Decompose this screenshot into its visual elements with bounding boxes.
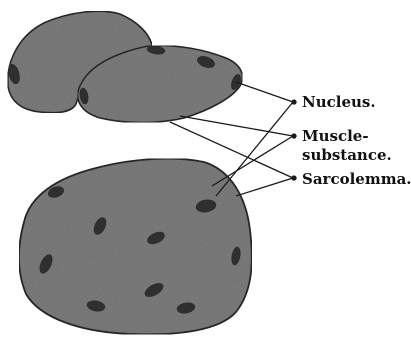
leader-dot-sarcolemma — [292, 176, 296, 180]
leader-line-sarcolemma-2 — [236, 178, 293, 196]
label-muscle-substance-line1: Muscle- — [302, 127, 369, 145]
leader-line-muscle-1 — [180, 116, 293, 136]
leader-dot-nucleus — [292, 100, 296, 104]
fiber-lower — [19, 159, 252, 335]
label-muscle-substance-line2: substance. — [302, 146, 392, 164]
leader-line-nucleus-1 — [236, 82, 293, 102]
label-sarcolemma: Sarcolemma. — [302, 170, 411, 188]
leader-line-muscle-2 — [212, 136, 293, 186]
label-nucleus: Nucleus. — [302, 93, 376, 111]
fiber-lower-body — [19, 159, 252, 335]
leader-dot-muscle — [292, 134, 296, 138]
